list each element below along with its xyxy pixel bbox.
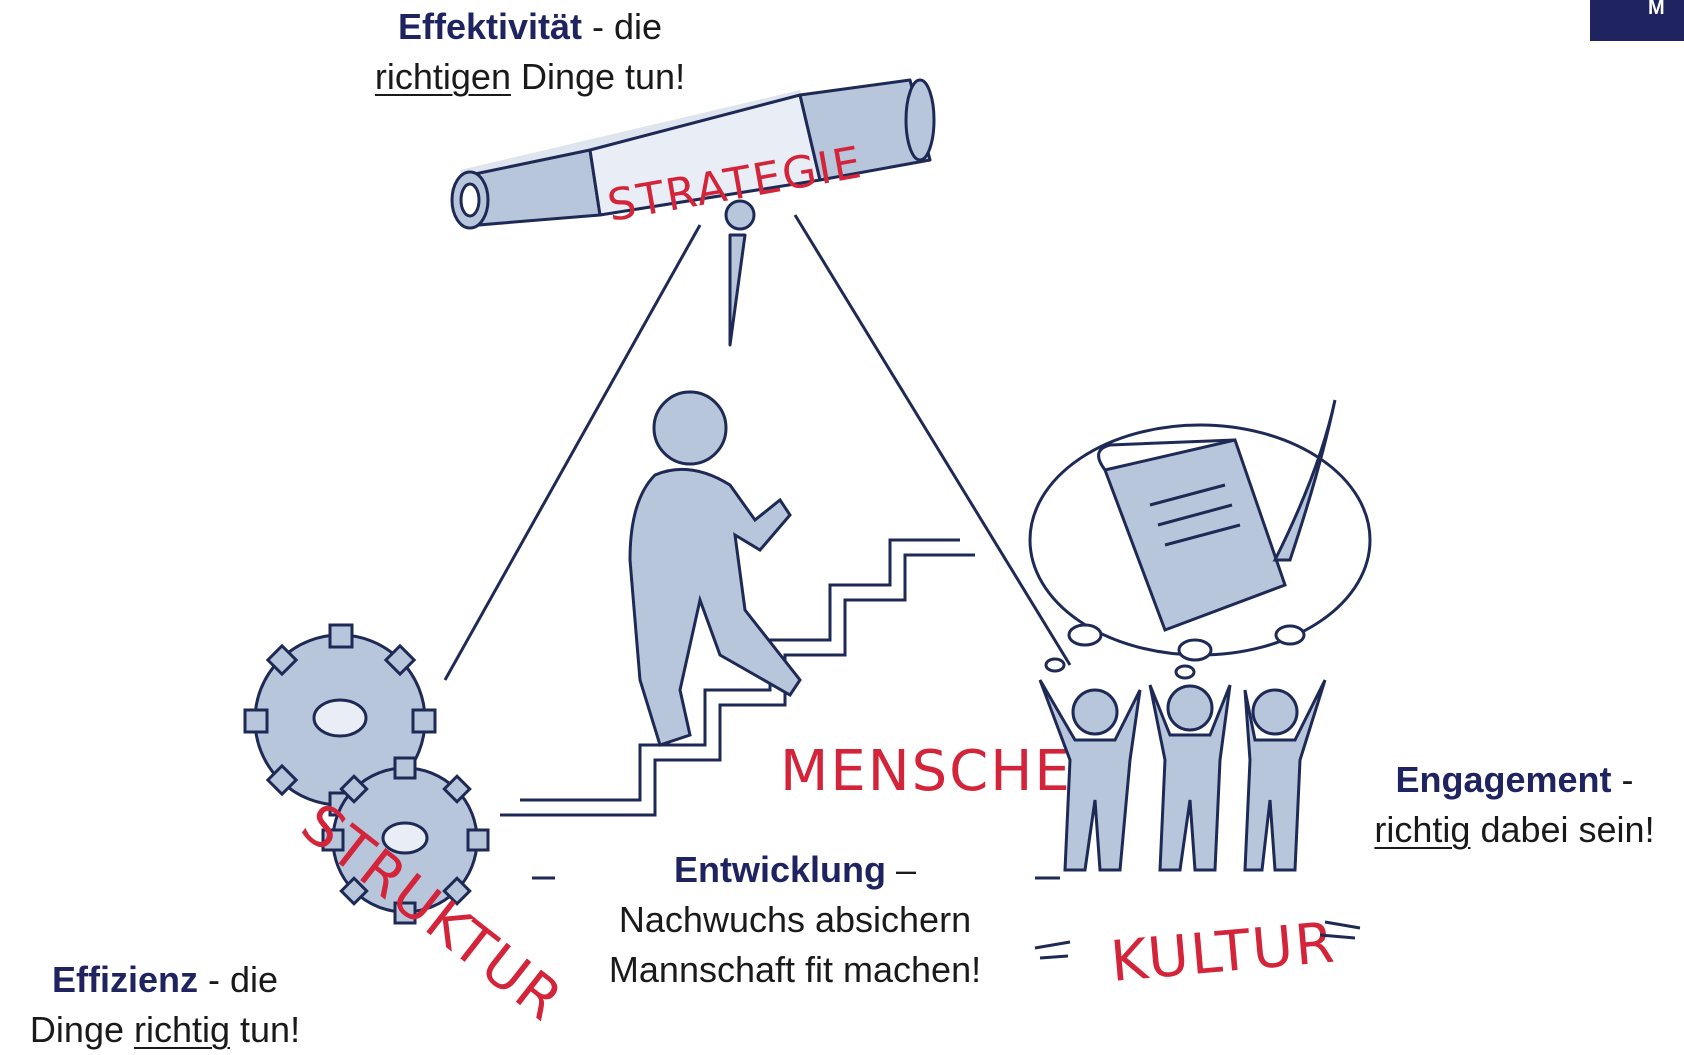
caption-entwicklung-line3: Mannschaft fit machen! [608,949,982,990]
caption-effektivitaet-rest1: - die [582,6,663,47]
thought-bubble-icon [1028,423,1372,680]
corner-tab-text: M [1648,0,1665,19]
gears-icon [243,623,490,925]
label-menschen: MENSCHEN [780,739,1116,804]
caption-entwicklung: Entwicklung – Nachwuchs absichern Mannsc… [560,845,1030,995]
caption-entwicklung-line2: Nachwuchs absichern [618,899,972,940]
caption-engagement-underlined: richtig [1374,809,1471,850]
scroll-quill-icon [1097,399,1337,632]
caption-effektivitaet-rest2: Dinge tun! [510,56,686,97]
triangle-lines [443,214,1072,880]
caption-effizienz-bold: Effizienz [51,959,198,1000]
kultur-dashes [1034,920,1361,960]
label-kultur: KULTUR [1108,911,1339,995]
caption-engagement-rest2: dabei sein! [1470,809,1655,850]
caption-effizienz-pre: Dinge [29,1009,134,1050]
caption-engagement-rest1: - [1611,759,1634,800]
caption-effektivitaet-bold: Effektivität [397,6,582,47]
caption-effizienz-rest2: tun! [230,1009,301,1050]
caption-entwicklung-bold: Entwicklung [673,849,886,890]
caption-engagement: Engagement - richtig dabei sein! [1345,755,1684,855]
caption-effektivitaet-underlined: richtigen [374,56,511,97]
caption-effizienz: Effizienz - die Dinge richtig tun! [0,955,330,1055]
telescope-icon: STRATEGIE [450,78,936,347]
caption-entwicklung-rest1: – [885,849,917,890]
people-cheering-icon [1038,679,1327,872]
caption-effizienz-rest1: - die [197,959,279,1000]
caption-effizienz-underlined: richtig [133,1009,231,1050]
caption-engagement-bold: Engagement [1395,759,1612,800]
caption-effektivitaet: Effektivität - die richtigen Dinge tun! [330,2,730,102]
person-climbing-stairs-icon [628,390,802,747]
corner-tab: M [1590,0,1684,41]
